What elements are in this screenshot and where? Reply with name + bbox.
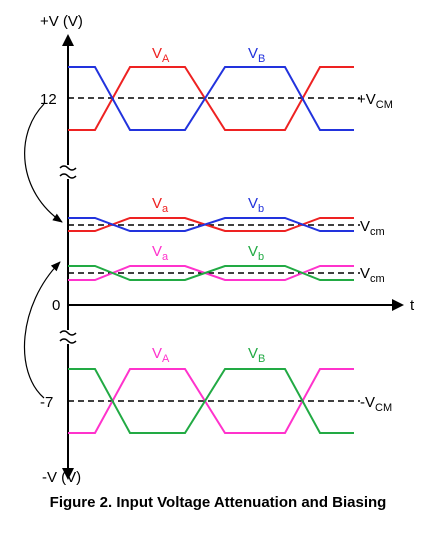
label-va-bottom: VA bbox=[152, 345, 170, 365]
tick-label-0: 0 bbox=[52, 297, 60, 314]
label-vcm-lower: Vcm bbox=[360, 265, 385, 285]
figure-caption: Figure 2. Input Voltage Attenuation and … bbox=[49, 494, 387, 511]
y-axis-bottom-arrow bbox=[62, 468, 74, 480]
label-vb-top: VB bbox=[248, 45, 265, 65]
waveform-vb-mid-upper bbox=[68, 217, 354, 232]
label-vcm-upper: Vcm bbox=[360, 218, 385, 238]
tick-label-neg7: -7 bbox=[40, 394, 53, 411]
label-va-top: VA bbox=[152, 45, 170, 65]
x-axis-label: t bbox=[410, 297, 415, 314]
label-pos-vcm: +VCM bbox=[357, 91, 393, 111]
label-va-mid-lower: Va bbox=[152, 243, 169, 263]
label-vb-bottom: VB bbox=[248, 345, 265, 365]
tick-label-12: 12 bbox=[40, 91, 57, 108]
waveform-vb-bottom bbox=[68, 368, 354, 434]
label-va-mid-upper: Va bbox=[152, 195, 169, 215]
attenuation-arrow-top bbox=[24, 103, 63, 223]
y-axis-bottom-label: -V (V) bbox=[42, 469, 81, 486]
axis-break-lower bbox=[59, 330, 77, 344]
x-axis-arrow bbox=[392, 299, 404, 311]
y-axis-top-arrow bbox=[62, 34, 74, 46]
axis-break-upper bbox=[59, 165, 77, 179]
label-vb-mid-lower: Vb bbox=[248, 243, 264, 263]
waveform-vb-mid-lower bbox=[68, 265, 354, 281]
label-neg-vcm: -VCM bbox=[360, 394, 392, 414]
waveform-vb-top bbox=[68, 66, 354, 131]
label-vb-mid-upper: Vb bbox=[248, 195, 264, 215]
attenuation-arrow-bottom bbox=[23, 261, 61, 399]
y-axis-top-label: +V (V) bbox=[40, 13, 83, 30]
